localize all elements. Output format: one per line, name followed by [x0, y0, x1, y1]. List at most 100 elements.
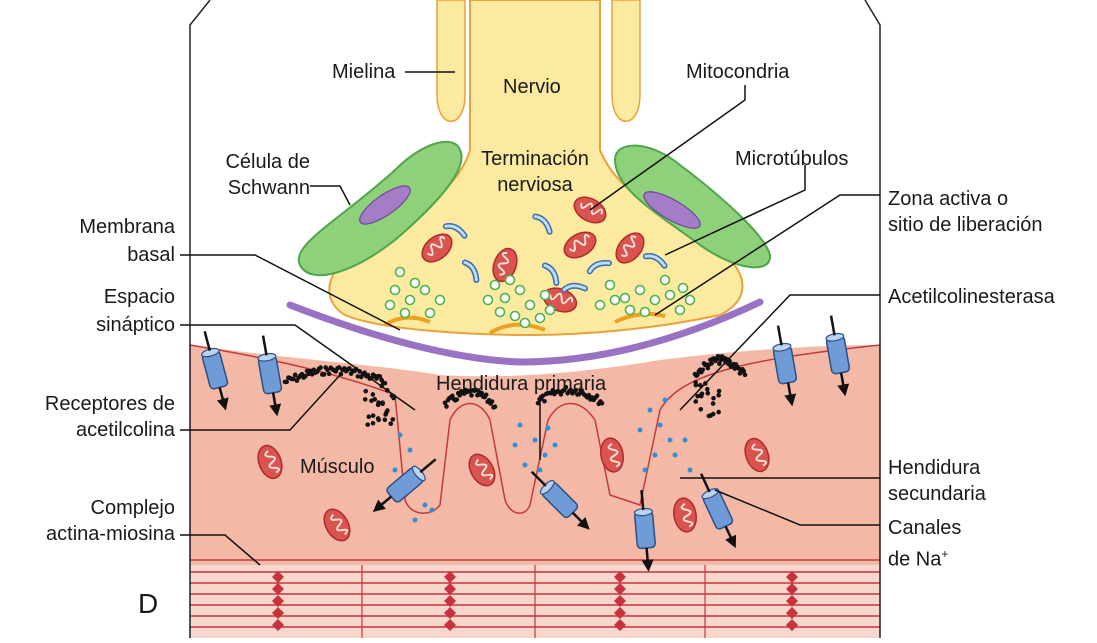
label-nervio: Nervio [503, 75, 561, 99]
synaptic-vesicle [651, 296, 660, 305]
myelin-right [612, 0, 640, 121]
receptor-dot [454, 397, 459, 402]
acetylcholine-molecule [398, 433, 403, 438]
receptor-dot [369, 398, 374, 403]
synaptic-vesicle [396, 268, 405, 277]
receptor-dot [327, 372, 332, 377]
acetylcholine-molecule [538, 468, 543, 473]
receptor-dot [388, 421, 393, 426]
acetylcholine-molecule [408, 448, 413, 453]
receptor-dot [705, 387, 710, 392]
receptor-dot [380, 401, 385, 406]
label-terminacion-1: Terminación [470, 147, 600, 171]
label-complejo-2: actina-miosina [0, 522, 175, 546]
label-celula-schwann-2: Schwann [195, 176, 310, 200]
receptor-dot [711, 396, 716, 401]
label-canales-2-text: de Na [888, 549, 941, 571]
label-receptores-2: acetilcolina [0, 418, 175, 442]
receptor-dot [743, 373, 748, 378]
receptor-dot [700, 368, 705, 373]
panel-letter: D [138, 592, 158, 616]
receptor-dot [366, 414, 371, 419]
receptor-dot [363, 397, 368, 402]
receptor-dot [371, 392, 376, 397]
label-membrana-1: Membrana [30, 215, 175, 239]
synaptic-vesicle [546, 306, 555, 315]
receptor-dot [490, 399, 495, 404]
acetylcholine-molecule [413, 518, 418, 523]
synaptic-vesicle [516, 286, 525, 295]
receptor-dot [716, 393, 721, 398]
receptor-dot [318, 365, 323, 370]
label-mielina: Mielina [332, 60, 395, 84]
receptor-dot [705, 391, 710, 396]
synaptic-vesicle [491, 281, 500, 290]
label-membrana-2: basal [30, 243, 175, 267]
receptor-dot [384, 411, 389, 416]
label-espacio-1: Espacio [30, 285, 175, 309]
label-mitocondria: Mitocondria [686, 60, 789, 84]
acetylcholine-molecule [643, 468, 648, 473]
synaptic-vesicle [606, 281, 615, 290]
synaptic-vesicle [621, 294, 630, 303]
receptor-dot [391, 417, 396, 422]
label-canales-2: de Na+ [888, 542, 948, 572]
synaptic-vesicle [511, 312, 520, 321]
receptor-dot [376, 418, 381, 423]
acetylcholine-molecule [683, 438, 688, 443]
receptor-dot [708, 413, 713, 418]
synaptic-vesicle [391, 286, 400, 295]
receptor-dot [717, 389, 722, 394]
receptor-dot [716, 410, 721, 415]
label-zona-activa-1: Zona activa o [888, 187, 1008, 211]
receptor-dot [493, 404, 498, 409]
receptor-dot [698, 407, 703, 412]
synaptic-vesicle [386, 301, 395, 310]
synaptic-vesicle [676, 306, 685, 315]
synaptic-vesicle [521, 319, 530, 328]
synaptic-vesicle [484, 296, 493, 305]
synaptic-vesicle [406, 296, 415, 305]
receptor-dot [542, 399, 547, 404]
acetylcholine-molecule [423, 503, 428, 508]
synaptic-vesicle [686, 296, 695, 305]
receptor-dot [363, 389, 368, 394]
receptor-dot [700, 392, 705, 397]
acetylcholine-molecule [653, 453, 658, 458]
synaptic-vesicle [626, 306, 635, 315]
receptor-dot [711, 401, 716, 406]
receptor-dot [383, 417, 388, 422]
label-espacio-2: sináptico [30, 313, 175, 337]
synaptic-vesicle [411, 279, 420, 288]
receptor-dot [371, 413, 376, 418]
receptor-dot [444, 404, 449, 409]
receptor-dot [709, 361, 714, 366]
acetylcholine-molecule [513, 443, 518, 448]
receptor-dot [365, 422, 370, 427]
synaptic-vesicle [421, 286, 430, 295]
acetylcholine-molecule [523, 463, 528, 468]
receptor-dot [322, 372, 327, 377]
synaptic-vesicle [401, 309, 410, 318]
acetylcholine-molecule [668, 438, 673, 443]
receptor-dot [693, 383, 698, 388]
myelin-left [437, 0, 465, 121]
synaptic-vesicle [611, 296, 620, 305]
acetylcholine-molecule [546, 426, 551, 431]
acetylcholine-molecule [533, 438, 538, 443]
synaptic-vesicle [426, 309, 435, 318]
synaptic-vesicle [541, 291, 550, 300]
synaptic-vesicle [501, 294, 510, 303]
label-celula-schwann-1: Célula de [195, 150, 310, 174]
synaptic-vesicle [496, 308, 505, 317]
label-hendidura-secundaria-1: Hendidura [888, 456, 980, 480]
acetylcholine-molecule [673, 453, 678, 458]
label-microtubulos: Microtúbulos [735, 147, 848, 171]
receptor-dot [371, 421, 376, 426]
receptor-dot [376, 400, 381, 405]
label-receptores-1: Receptores de [0, 392, 175, 416]
acetylcholine-molecule [553, 443, 558, 448]
acetylcholine-molecule [543, 453, 548, 458]
acetylcholine-molecule [663, 398, 668, 403]
